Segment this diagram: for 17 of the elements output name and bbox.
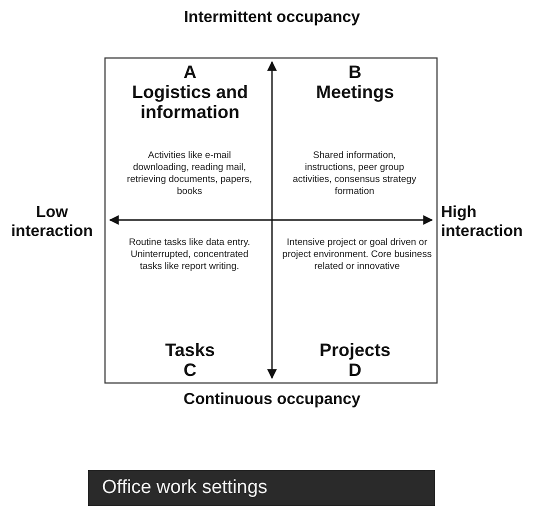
quadrant-title: Logistics and information [130, 82, 249, 122]
axis-label: Low interaction [10, 203, 94, 241]
axis-label: High interaction [441, 203, 524, 241]
quadrant-description: Routine tasks like data entry. Uninterrupted, concentrated tasks like report writing. [128, 237, 252, 273]
quadrant-description: Activities like e-mail downloading, reading mail, retrieving documents, papers, books [126, 150, 254, 198]
quadrant-letter: B [348, 62, 362, 82]
axis-label: Continuous occupancy [182, 390, 362, 409]
quadrant-description: Shared information, instructions, peer group activities, consensus strategy formation [292, 150, 418, 198]
quadrant-letter: C [182, 360, 198, 380]
quadrant-description: Intensive project or goal driven or project environment. Core business related or innovative [282, 237, 432, 273]
quadrant-title: Projects [318, 340, 392, 360]
quadrant-title: Meetings [314, 82, 395, 102]
quadrant-title: Tasks [164, 340, 216, 360]
axis-label: Intermittent occupancy [182, 8, 362, 27]
caption-banner: Office work settings [88, 470, 435, 506]
quadrant-letter: A [182, 62, 198, 82]
quadrant-letter: D [348, 360, 362, 380]
